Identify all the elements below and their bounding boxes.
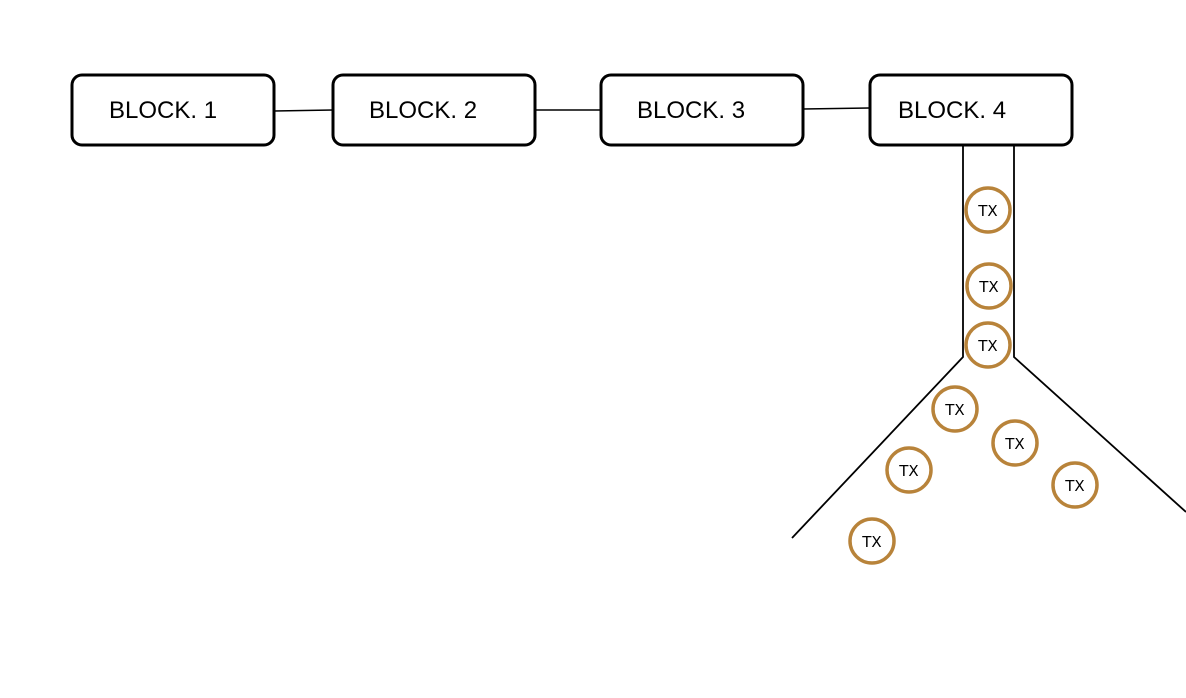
block-1: BLOCK. 1 [70,73,276,147]
link-block3-block4 [802,107,870,110]
tx-6-label: TX [898,462,918,480]
block-1-label: BLOCK. 1 [109,97,217,124]
tx-3-label: TX [977,337,997,355]
tx-3: TX [964,321,1012,369]
block-4-label: BLOCK. 4 [898,97,1006,124]
block-3: BLOCK. 3 [599,73,805,147]
tx-4: TX [931,385,979,433]
tx-8-label: TX [861,533,881,551]
tx-1-label: TX [977,202,997,220]
tx-8: TX [848,517,896,565]
tx-4-label: TX [944,401,964,419]
funnel-left-edge [791,146,964,539]
block-3-label: BLOCK. 3 [637,97,745,124]
funnel-right-edge [1013,146,1186,513]
block-2-label: BLOCK. 2 [369,97,477,124]
tx-5: TX [991,419,1039,467]
tx-1: TX [964,186,1012,234]
tx-2-label: TX [978,278,998,296]
block-4: BLOCK. 4 [868,73,1074,147]
tx-6: TX [885,446,933,494]
block-2: BLOCK. 2 [331,73,537,147]
link-block1-block2 [273,109,334,112]
tx-2: TX [965,262,1013,310]
tx-7: TX [1051,461,1099,509]
tx-7-label: TX [1064,477,1084,495]
tx-5-label: TX [1004,435,1024,453]
